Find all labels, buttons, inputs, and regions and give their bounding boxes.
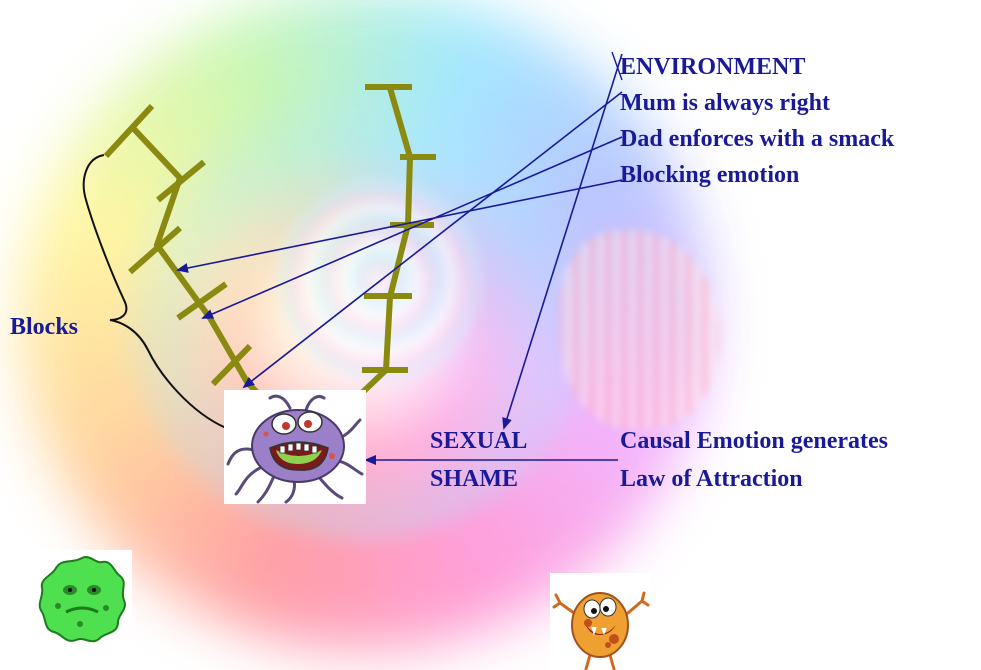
law-label: Law of Attraction (620, 466, 803, 492)
arrow-dad (201, 136, 623, 319)
blocking-label: Blocking emotion (620, 162, 800, 188)
sexual-label: SEXUAL (430, 428, 528, 454)
mum-label: Mum is always right (620, 90, 830, 116)
list-divider (611, 51, 623, 81)
right-ladder (341, 84, 436, 413)
blocks-label: Blocks (10, 314, 79, 340)
purple-germ-monster-icon (224, 390, 366, 504)
arrow-environment (502, 53, 623, 430)
arrow-blocking (176, 179, 623, 273)
orange-germ-icon (550, 573, 650, 670)
causal-label: Causal Emotion generates (620, 428, 888, 454)
arrow-mum (242, 91, 623, 389)
left-ladder (103, 103, 275, 411)
blocks-brace (82, 154, 227, 429)
shame-label: SHAME (430, 466, 519, 492)
environment-heading: ENVIRONMENT (620, 54, 806, 80)
arrows (176, 53, 623, 465)
dad-label: Dad enforces with a smack (620, 126, 895, 152)
green-germ-icon (32, 550, 132, 650)
